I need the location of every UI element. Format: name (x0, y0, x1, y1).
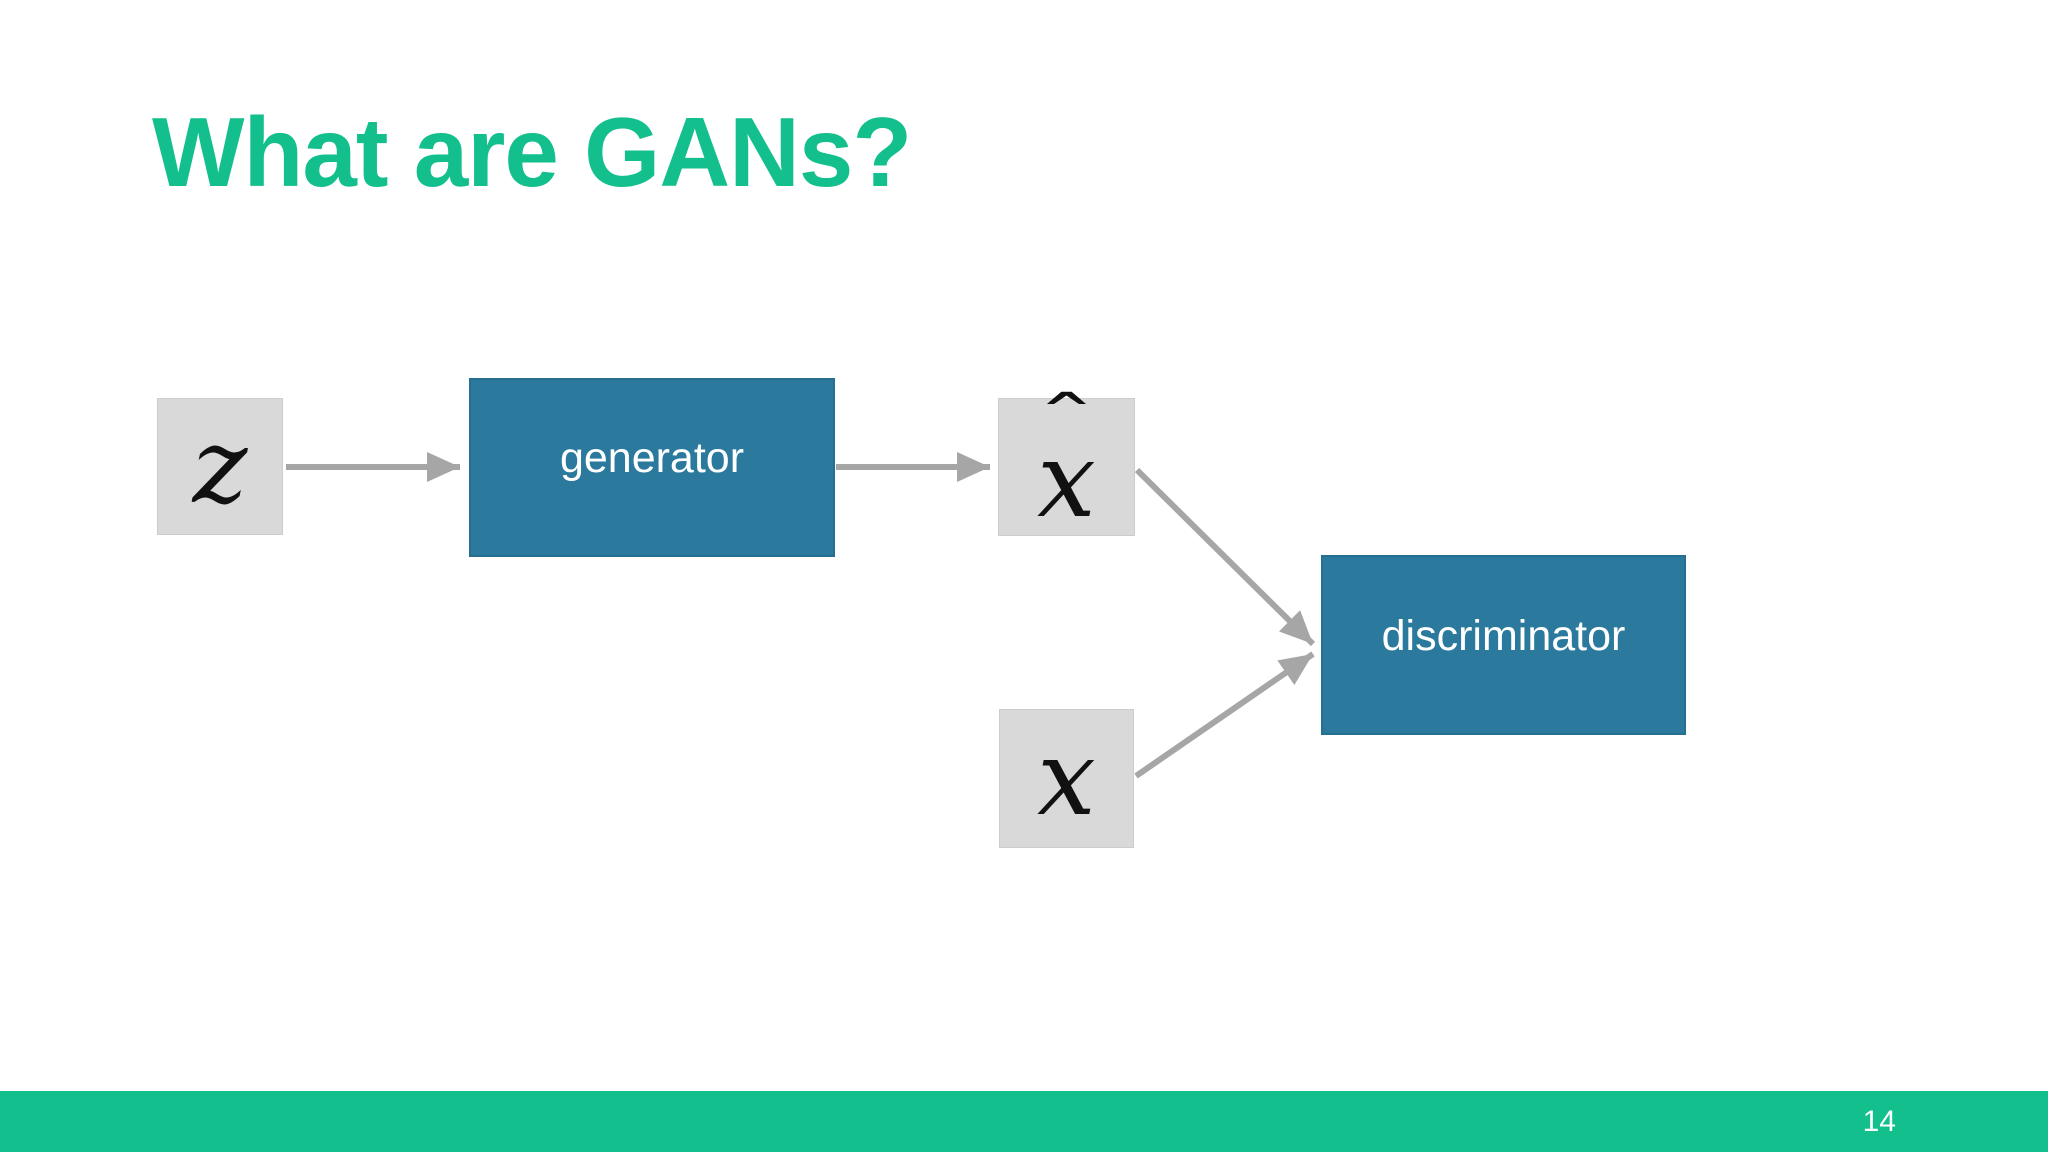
node-x-hat: ˆ x (998, 384, 1135, 542)
arrow-x-to-discriminator (1134, 651, 1315, 779)
node-x-label: x (1037, 716, 1096, 839)
node-generator: generator (469, 378, 835, 557)
arrow-xhat-to-discriminator (1134, 467, 1316, 647)
node-discriminator: discriminator (1321, 555, 1686, 735)
page-number: 14 (1862, 1104, 1896, 1138)
node-z: z (157, 398, 283, 535)
footer-bar: 14 (0, 1091, 2048, 1152)
hat-accent: ˆ (1035, 384, 1098, 462)
node-discriminator-label: discriminator (1381, 611, 1626, 660)
node-x-hat-label: x (1037, 419, 1096, 542)
slide-title: What are GANs? (152, 97, 912, 207)
node-x: x (999, 709, 1134, 848)
node-z-label: z (192, 404, 248, 527)
node-generator-label: generator (559, 434, 745, 482)
x-hat-symbol: ˆ x (1035, 384, 1098, 542)
